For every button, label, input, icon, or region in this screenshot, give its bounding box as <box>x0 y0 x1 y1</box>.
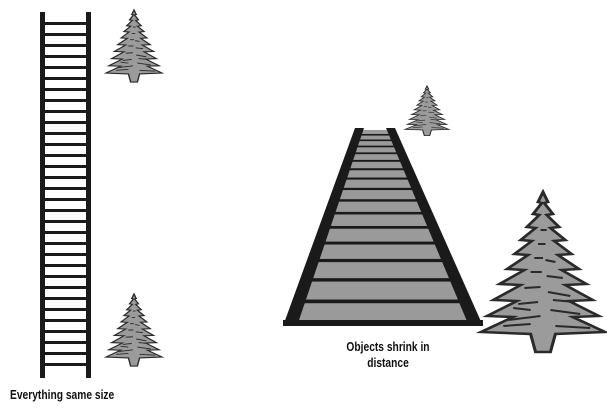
left-tree-bottom-icon <box>106 294 162 366</box>
perspective-ladder-rung <box>355 140 397 142</box>
left-ladder-rung <box>45 121 86 124</box>
perspective-ladder-rung <box>333 199 422 201</box>
left-ladder-rung <box>45 143 86 146</box>
caption-line-1: Objects shrink in <box>339 339 437 355</box>
perspective-ladder-rung <box>352 146 398 148</box>
caption-everything-same-size: Everything same size <box>10 387 114 403</box>
left-ladder-rail-right <box>86 12 91 378</box>
left-ladder-rung <box>45 220 86 223</box>
left-ladder-rung <box>45 187 86 190</box>
left-ladder-rung <box>45 352 86 355</box>
left-ladder-rung <box>45 275 86 278</box>
perspective-ladder-rung <box>350 152 402 154</box>
left-ladder-rung <box>45 110 86 113</box>
left-ladder-rung <box>45 209 86 212</box>
caption-objects-shrink: Objects shrink in distance <box>339 339 437 371</box>
left-ladder-rung <box>45 231 86 234</box>
perspective-ladder-rung <box>357 134 394 136</box>
left-ladder-rung <box>45 264 86 267</box>
perspective-ladder-rung <box>344 168 408 170</box>
left-ladder-rail-left <box>40 12 45 378</box>
left-ladder-rung <box>45 165 86 168</box>
left-ladder-rung <box>45 176 86 179</box>
left-ladder-rung <box>45 297 86 300</box>
perspective-ladder <box>283 128 483 326</box>
left-ladder-rung <box>45 99 86 102</box>
left-ladder-rung <box>45 44 86 47</box>
left-ladder-rung <box>45 308 86 311</box>
left-ladder-rung <box>45 55 86 58</box>
left-ladder-rung <box>45 319 86 322</box>
left-ladder-rung <box>45 77 86 80</box>
far-tree-icon <box>405 86 449 136</box>
left-ladder-rung <box>45 33 86 36</box>
left-ladder <box>40 12 91 378</box>
left-ladder-rung <box>45 132 86 135</box>
left-tree-top-icon <box>106 10 162 82</box>
left-ladder-rung <box>45 154 86 157</box>
left-ladder-rung <box>45 88 86 91</box>
perspective-ladder-rung <box>341 178 413 180</box>
left-ladder-rungs <box>45 22 86 366</box>
perspective-ladder-rung <box>338 188 418 190</box>
perspective-ladder-rung <box>306 278 457 281</box>
caption-line-2: distance <box>339 355 437 371</box>
left-ladder-rung <box>45 286 86 289</box>
left-ladder-rung <box>45 22 86 25</box>
left-ladder-rung <box>45 66 86 69</box>
perspective-ladder-rung <box>312 259 448 262</box>
left-ladder-rung <box>45 330 86 333</box>
left-ladder-rung <box>45 198 86 201</box>
perspective-ladder-base <box>283 320 483 326</box>
perspective-ladder-rung <box>298 300 466 304</box>
left-ladder-rung <box>45 341 86 344</box>
perspective-ladder-rung <box>324 226 434 229</box>
perspective-ladder-rung <box>329 212 428 215</box>
left-ladder-rung <box>45 253 86 256</box>
left-ladder-rung <box>45 242 86 245</box>
left-ladder-rung <box>45 363 86 366</box>
near-tree-icon <box>481 192 605 352</box>
perspective-ladder-rung <box>318 242 440 245</box>
perspective-ladder-rung <box>347 160 405 162</box>
